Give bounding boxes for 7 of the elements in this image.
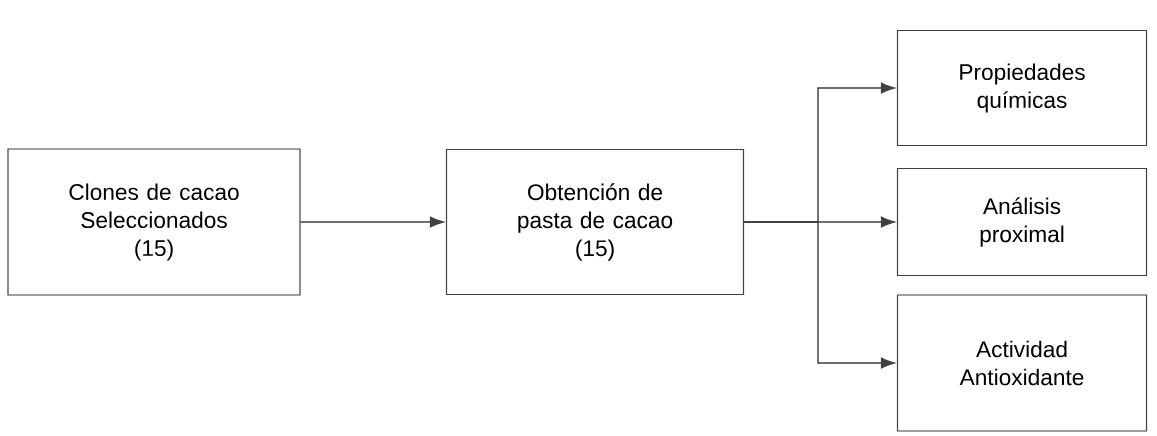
arrow [743,221,895,369]
process-box: Actividad Antioxidante [896,294,1148,432]
process-box: Obtención de pasta de cacao (15) [445,148,745,296]
arrow [299,216,444,228]
process-box: Clones de cacao Seleccionados (15) [7,148,301,296]
process-box: Propiedades químicas [896,29,1148,147]
process-box: Análisis proximal [896,167,1148,277]
